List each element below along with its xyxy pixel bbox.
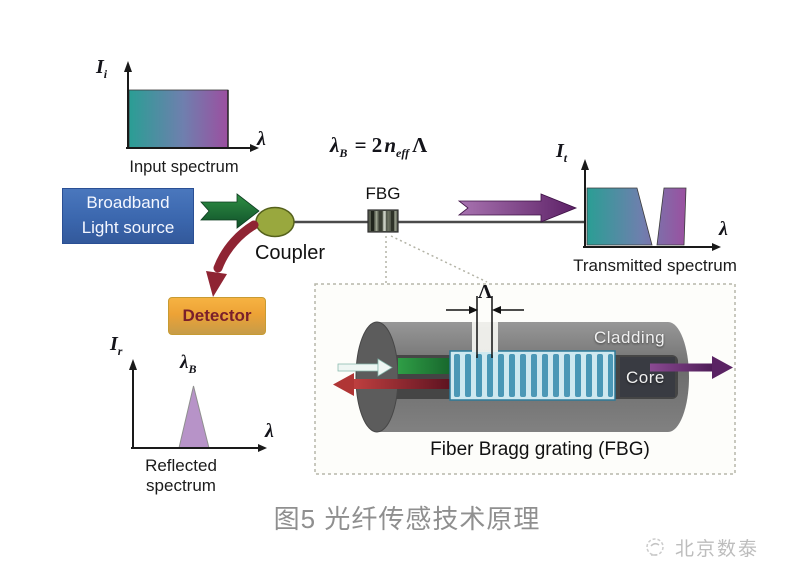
broadband-light-source-box: Broadband Light source: [62, 188, 194, 244]
input-spectrum-caption: Input spectrum: [129, 158, 239, 176]
detector-box: Detector: [168, 297, 266, 335]
reflected-beam-arrow-icon: [206, 220, 259, 297]
bragg-grating-stripes: [449, 350, 616, 401]
input-light-arrow-icon: [337, 358, 393, 377]
transmitted-light-arrow-icon: [650, 356, 733, 379]
reflected-spectrum-y-axis-label: Ir: [110, 333, 123, 358]
reflected-peak-label: λB: [180, 352, 197, 376]
reflected-light-arrow-icon: [333, 373, 452, 396]
fbg-label: FBG: [365, 184, 401, 203]
fiber-end-cap: [355, 321, 399, 433]
grating-period-label: Λ: [477, 281, 493, 303]
figure-caption: 图5 光纤传感技术原理: [273, 504, 541, 534]
cladding-label: Cladding: [594, 328, 666, 347]
coupler-ellipse: [255, 206, 295, 238]
zoom-leader-lines: [385, 235, 488, 283]
reflected-spectrum-plot: [129, 359, 267, 452]
fiber-cylinder: [333, 296, 733, 433]
watermark-logo-icon: [646, 537, 664, 556]
incident-light-band: [398, 358, 452, 374]
reflected-spectrum-caption: Reflected spectrum: [145, 456, 217, 495]
fbg-grating-element: [367, 209, 399, 233]
transmitted-spectrum-plot: [581, 159, 721, 251]
watermark-text: 北京数泰: [675, 539, 760, 560]
coupler-label: Coupler: [254, 242, 326, 264]
source-label-line2: Light source: [81, 218, 175, 237]
source-label-line1: Broadband: [86, 193, 170, 213]
core-label: Core: [626, 368, 665, 387]
input-spectrum-x-axis-label: λ: [257, 128, 266, 150]
watermark: 北京数泰: [642, 534, 759, 561]
transmitted-beam-arrow-icon: [457, 193, 578, 223]
transmitted-spectrum-caption: Transmitted spectrum: [573, 256, 737, 275]
input-spectrum-y-axis-label: Ii: [96, 56, 108, 81]
input-spectrum-plot: [124, 61, 259, 152]
detector-label: Detector: [182, 306, 252, 325]
grating-period-dimension: [446, 296, 524, 358]
source-beam-arrow-icon: [200, 193, 260, 229]
transmitted-spectrum-x-axis-label: λ: [719, 218, 728, 240]
transmitted-spectrum-y-axis-label: It: [556, 140, 568, 165]
reflected-spectrum-x-axis-label: λ: [265, 420, 274, 442]
fbg-detail-caption: Fiber Bragg grating (FBG): [430, 439, 650, 460]
